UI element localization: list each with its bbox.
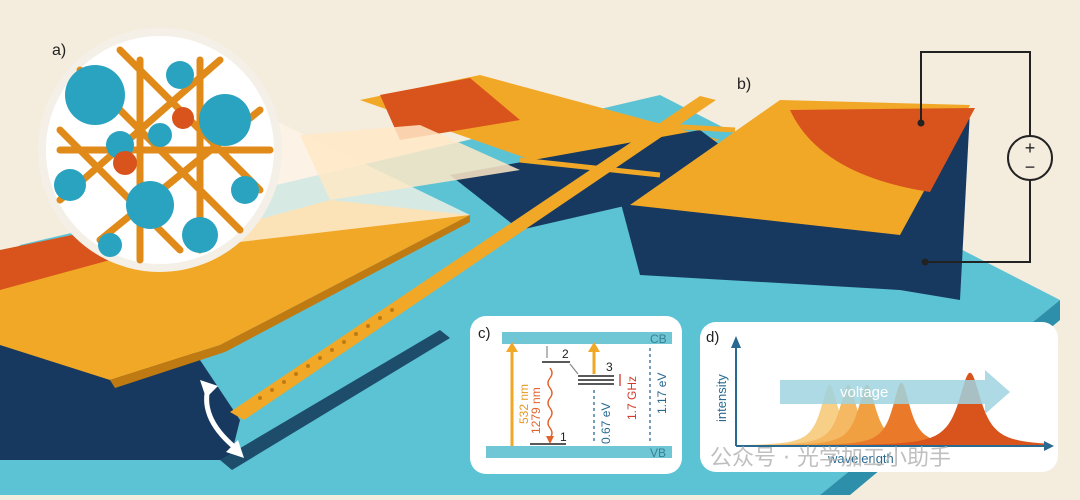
y-axis-label: intensity — [714, 374, 729, 422]
emission-wave — [547, 367, 553, 439]
cb-label: CB — [650, 332, 667, 346]
voltage-arrow — [780, 370, 1010, 414]
panel-label-d: d) — [706, 329, 719, 346]
conduction-band — [502, 332, 672, 344]
spectrum-panel: d) intensity wavelength voltage — [700, 322, 1058, 472]
panel-label-a: a) — [52, 42, 66, 59]
emission-label: 1279 nm — [529, 387, 543, 434]
level-1-label: 1 — [560, 430, 567, 444]
left-gold-edge — [110, 215, 470, 388]
valence-band — [486, 446, 672, 458]
vb-label: VB — [650, 446, 666, 460]
rung-1 — [559, 117, 736, 133]
waveguide — [230, 96, 716, 420]
excitation-label: 532 nm — [517, 384, 531, 424]
rung-2 — [519, 157, 661, 178]
battery-plus: + — [1025, 138, 1036, 158]
waveguide-holes — [258, 308, 394, 400]
right-orange-pad — [790, 108, 975, 192]
voltage-label: voltage — [840, 384, 888, 401]
spectral-peak-1 — [736, 384, 1048, 446]
left-gold-electrode — [0, 200, 470, 380]
lattice — [54, 46, 274, 264]
center-shadow — [450, 130, 760, 230]
panel-label-b: b) — [737, 76, 751, 93]
center-orange — [380, 78, 520, 140]
relaxation-arrow — [569, 363, 579, 375]
circuit-wire — [920, 51, 1031, 138]
trench — [220, 330, 450, 470]
panel-label-c: c) — [478, 325, 491, 342]
x-axis-label: wavelength — [827, 451, 894, 466]
voltage-source — [1007, 135, 1053, 181]
gap-large-label: 1.17 eV — [655, 373, 669, 414]
energy-level-panel: c) CB VB 2 1 3 532 nm 1279 nm 0.67 eV 1.… — [470, 316, 682, 474]
splitting-label: 1.7 GHz — [625, 376, 639, 420]
level-2-label: 2 — [562, 347, 569, 361]
gap-small-label: 0.67 eV — [599, 403, 613, 444]
watermark: 公众号 · 光学加工小助手 — [710, 446, 951, 471]
level-3-label: 3 — [606, 360, 613, 374]
spectral-peak-4 — [736, 382, 1048, 446]
battery-minus: − — [1025, 157, 1036, 177]
